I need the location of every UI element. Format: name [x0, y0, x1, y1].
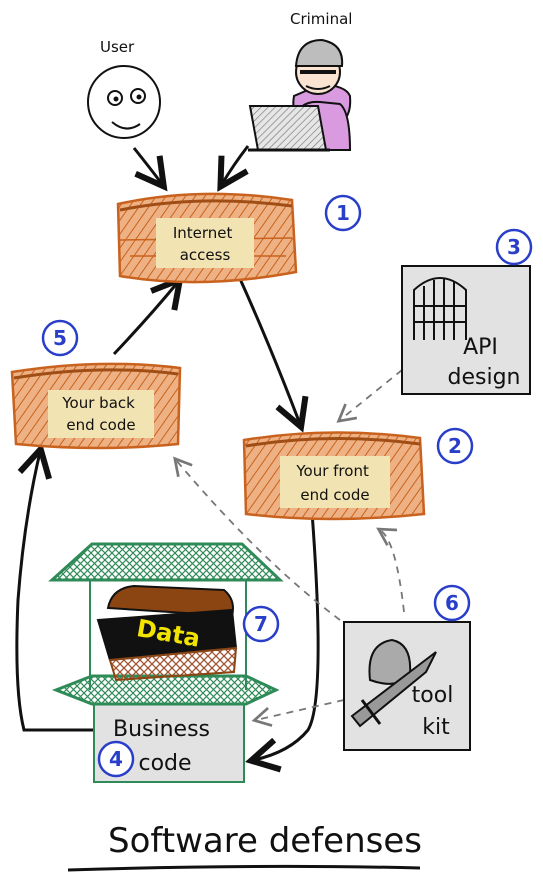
criminal-icon [248, 38, 352, 152]
arrow-internet-to-frontend [234, 269, 300, 424]
criminal-label: Criminal [290, 10, 352, 28]
badge-4: 4 [97, 740, 135, 778]
arrow-user-to-internet [132, 147, 162, 184]
badge-1: 1 [324, 194, 362, 232]
arrow-backend-to-internet [112, 282, 178, 356]
svg-text:4: 4 [109, 747, 123, 771]
arrow-api-to-frontend [336, 369, 403, 423]
frontend-wall [242, 431, 426, 521]
svg-text:2: 2 [448, 434, 462, 458]
user-icon [87, 65, 161, 139]
frontend-label: Your front end code [295, 462, 373, 504]
badge-3: 3 [495, 228, 533, 266]
arrow-business-to-backend [15, 452, 94, 732]
arrow-toolkit-to-backend [173, 456, 341, 621]
svg-text:6: 6 [445, 591, 459, 615]
svg-text:3: 3 [507, 235, 521, 259]
backend-label: Your back end code [61, 394, 139, 434]
toolkit-box [343, 621, 471, 751]
badge-6: 6 [433, 584, 471, 622]
business-code-label: Business code [113, 717, 217, 776]
badge-2: 2 [436, 427, 474, 465]
flow-arrows [15, 145, 320, 760]
internet-access-wall [116, 192, 298, 284]
badge-7: 7 [242, 605, 280, 643]
svg-text:7: 7 [254, 612, 268, 636]
api-design-label: API design [448, 335, 521, 390]
toolkit-label: tool kit [412, 683, 461, 740]
tool-arrows [173, 369, 405, 727]
title-underline [67, 864, 421, 872]
svg-text:1: 1 [336, 201, 350, 225]
backend-wall [10, 362, 182, 450]
arrow-criminal-to-internet [222, 145, 250, 184]
internet-access-label: Internet access [173, 224, 237, 264]
user-label: User [100, 38, 135, 56]
arrow-frontend-to-business [254, 511, 320, 760]
data-chest-icon [96, 584, 238, 682]
api-design-box [401, 265, 531, 395]
badge-5: 5 [41, 319, 79, 357]
svg-text:5: 5 [53, 326, 67, 350]
arrow-toolkit-to-business [251, 699, 345, 727]
diagram-title: Software defenses [108, 821, 422, 861]
arrow-toolkit-to-frontend [376, 527, 405, 613]
